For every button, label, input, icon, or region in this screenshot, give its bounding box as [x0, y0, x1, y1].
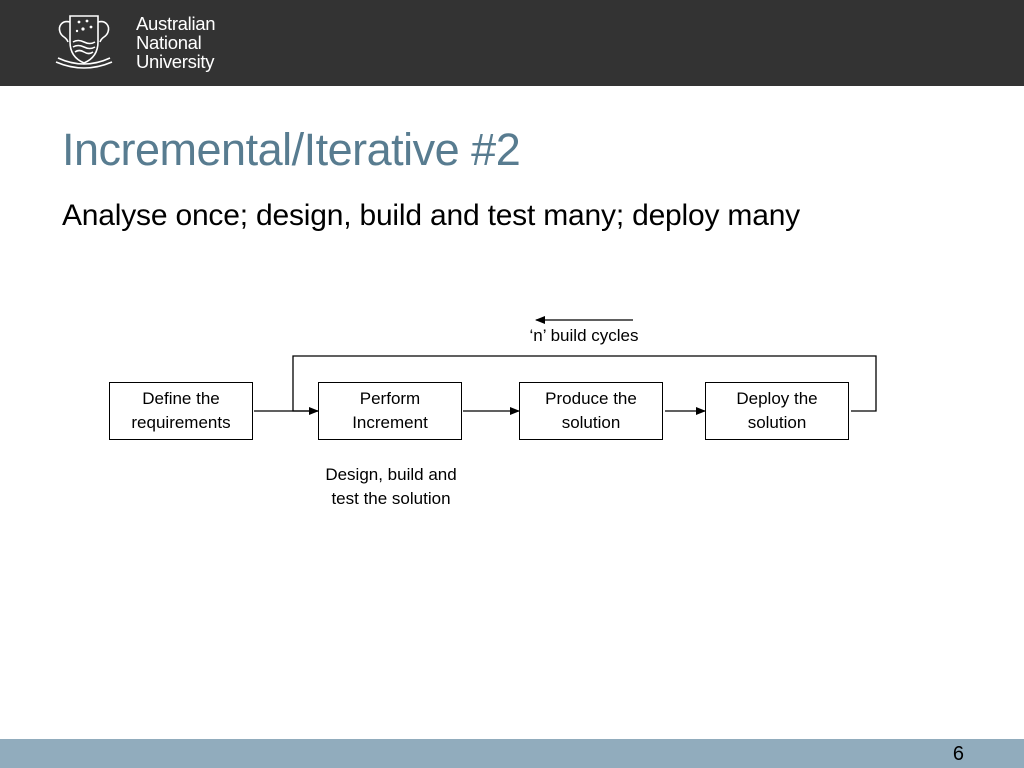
node-produce-solution: Produce the solution — [519, 382, 663, 440]
slide-subtitle: Analyse once; design, build and test man… — [62, 199, 800, 232]
node-label: Produce the solution — [545, 389, 637, 432]
edge-loop-deploy-to-perform — [292, 355, 877, 412]
perform-increment-note: Design, build and test the solution — [325, 465, 457, 508]
footer-bar: 6 — [0, 739, 1024, 768]
page-number: 6 — [952, 743, 964, 765]
logo-line-university: University — [136, 51, 215, 72]
anu-logo-text: Australian National University — [136, 13, 216, 72]
logo-line-national: National — [136, 32, 202, 53]
node-label: Perform Increment — [352, 389, 428, 432]
header-bar: Australian National University — [0, 0, 1024, 86]
node-deploy-solution: Deploy the solution — [705, 382, 849, 440]
slide-title: Incremental/Iterative #2 — [62, 124, 521, 175]
loop-label: ‘n’ build cycles — [529, 326, 639, 345]
logo-line-australian: Australian — [136, 13, 216, 34]
node-perform-increment: Perform Increment — [318, 382, 462, 440]
node-define-requirements: Define the requirements — [109, 382, 253, 440]
anu-crest-icon — [55, 15, 113, 69]
node-label: Deploy the solution — [736, 389, 818, 432]
node-label: Define the requirements — [131, 389, 231, 432]
